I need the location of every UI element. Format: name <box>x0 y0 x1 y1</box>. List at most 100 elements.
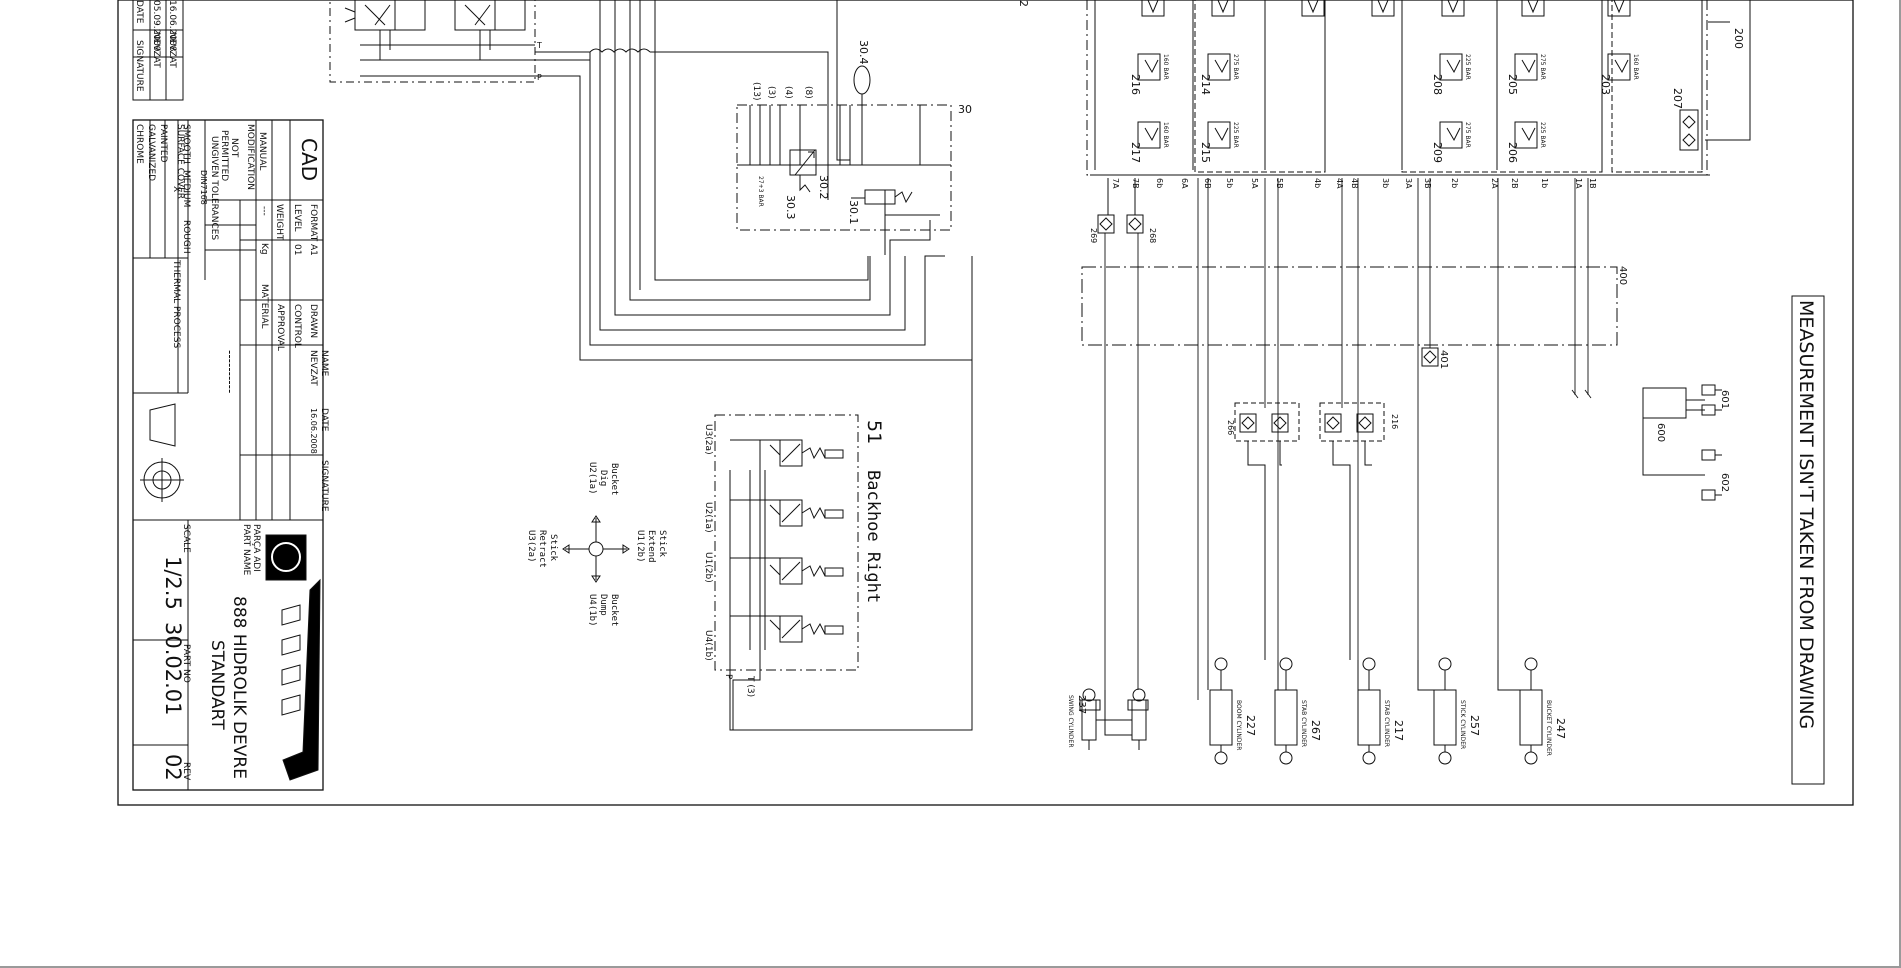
svg-text:GALVANIZED: GALVANIZED <box>146 124 156 181</box>
projection-symbol <box>140 403 184 502</box>
svg-text:209: 209 <box>1431 142 1444 163</box>
svg-text:269: 269 <box>1089 228 1098 243</box>
svg-text:217: 217 <box>1392 720 1405 741</box>
stab-cylinder-2 <box>1357 657 1381 765</box>
svg-text:Kg: Kg <box>259 243 269 255</box>
svg-text:FORMAT: FORMAT <box>308 204 318 242</box>
svg-text:214: 214 <box>1199 74 1212 95</box>
svg-text:PERMITTED: PERMITTED <box>219 130 229 181</box>
svg-text:REV: REV <box>181 762 191 781</box>
svg-text:05.09.2009: 05.09.2009 <box>151 0 161 52</box>
svg-text:Stick: Stick <box>657 530 667 558</box>
svg-text:5B: 5B <box>1275 178 1284 189</box>
check-valves: 269 268 <box>1089 178 1157 243</box>
svg-text:SCALE: SCALE <box>181 524 191 553</box>
cylinders: 237 SWING CYLINDER 227 BOOM CYLINDER 267… <box>1067 657 1567 765</box>
svg-text:Extend: Extend <box>646 530 656 563</box>
svg-text:888 HIDROLIK DEVRE: 888 HIDROLIK DEVRE <box>229 596 249 779</box>
svg-text:600: 600 <box>1655 423 1666 442</box>
svg-text:----------: ---------- <box>223 350 237 393</box>
svg-text:ROUGH: ROUGH <box>181 220 191 254</box>
svg-text:DIN7168: DIN7168 <box>199 170 208 205</box>
svg-text:T: T <box>536 41 542 50</box>
svg-text:6B: 6B <box>1203 178 1212 189</box>
swing-cylinder <box>1079 688 1149 750</box>
stick-cylinder <box>1433 657 1457 765</box>
svg-text:16.06.2008: 16.06.2008 <box>309 408 318 454</box>
svg-text:---: --- <box>259 206 269 216</box>
joystick-diagram: Bucket Dig U2(1a) Stick Retract U3(2a) S… <box>526 462 667 627</box>
svg-text:CHROME: CHROME <box>134 124 144 164</box>
svg-text:217: 217 <box>1129 142 1142 163</box>
svg-text:SURFACE COVER: SURFACE COVER <box>175 124 185 199</box>
svg-text:X: X <box>171 186 181 192</box>
svg-text:MODIFICATION: MODIFICATION <box>245 124 255 190</box>
svg-text:STAB CYLINDER: STAB CYLINDER <box>1383 700 1390 747</box>
svg-text:3B: 3B <box>1423 178 1432 189</box>
measurement-notice: MEASUREMENT ISN'T TAKEN FROM DRAWING <box>1791 295 1825 785</box>
svg-text:UNGIVEN TOLERANCES: UNGIVEN TOLERANCES <box>209 136 219 240</box>
svg-text:1A: 1A <box>1574 178 1583 189</box>
svg-text:LEVEL: LEVEL <box>292 204 302 232</box>
pressure-lines <box>535 0 973 731</box>
svg-text:BUCKET CYLINDER: BUCKET CYLINDER <box>1545 700 1552 756</box>
svg-text:216: 216 <box>1390 414 1399 429</box>
svg-text:5b: 5b <box>1225 178 1234 188</box>
svg-text:160 BAR: 160 BAR <box>1632 54 1639 80</box>
svg-text:PAINTED: PAINTED <box>158 124 168 163</box>
svg-text:BOOM CYLINDER: BOOM CYLINDER <box>1235 700 1242 750</box>
svg-text:602: 602 <box>1719 473 1730 492</box>
svg-text:PARÇA ADI: PARÇA ADI <box>251 524 261 572</box>
svg-text:216: 216 <box>1129 74 1142 95</box>
svg-text:6A: 6A <box>1180 178 1189 189</box>
svg-text:275 BAR: 275 BAR <box>1539 54 1546 80</box>
valve-block-30: 30 30.4 <box>736 40 972 255</box>
svg-text:215: 215 <box>1199 142 1212 163</box>
svg-text:U2(1a): U2(1a) <box>703 502 713 533</box>
svg-text:30.1: 30.1 <box>847 200 860 225</box>
svg-text:2: 2 <box>1017 0 1030 7</box>
svg-text:NAME: NAME <box>319 350 329 377</box>
svg-text:U4(1b): U4(1b) <box>587 594 597 627</box>
svg-text:CAD: CAD <box>297 138 321 181</box>
svg-text:SMOOTH: SMOOTH <box>181 124 191 164</box>
svg-text:1B: 1B <box>1588 178 1597 189</box>
svg-text:DATE: DATE <box>319 408 329 432</box>
svg-text:30.2: 30.2 <box>817 175 830 200</box>
svg-text:3A: 3A <box>1404 178 1413 189</box>
svg-text:CONTROL: CONTROL <box>292 304 302 348</box>
svg-text:MEASUREMENT ISN'T TAKEN FROM D: MEASUREMENT ISN'T TAKEN FROM DRAWING <box>1795 300 1817 729</box>
svg-text:U1(2b): U1(2b) <box>703 552 713 583</box>
svg-text:(8): (8) <box>803 86 813 99</box>
svg-text:30.3: 30.3 <box>784 195 797 220</box>
svg-text:30.02.01: 30.02.01 <box>161 622 185 716</box>
svg-text:MATERIAL: MATERIAL <box>259 284 269 329</box>
svg-text:225 BAR: 225 BAR <box>1232 122 1239 148</box>
svg-text:207: 207 <box>1671 88 1684 109</box>
svg-text:266: 266 <box>1226 420 1235 435</box>
svg-text:1b: 1b <box>1540 178 1549 188</box>
svg-text:U3(2a): U3(2a) <box>703 424 713 455</box>
svg-text:160 BAR: 160 BAR <box>1162 122 1169 148</box>
aux-valves: 600 601 602 <box>1642 384 1730 501</box>
svg-text:4B: 4B <box>1350 178 1359 189</box>
svg-text:SWING CYLINDER: SWING CYLINDER <box>1067 695 1074 748</box>
svg-text:U3(2a): U3(2a) <box>526 530 536 563</box>
svg-text:01: 01 <box>292 244 302 255</box>
hose-lines <box>1104 178 1592 700</box>
title-block: CAD MANUAL MODIFICATION NOT PERMITTED UN… <box>132 119 329 791</box>
svg-text:02: 02 <box>161 754 185 781</box>
svg-text:160 BAR: 160 BAR <box>1162 54 1169 80</box>
svg-text:203: 203 <box>1599 74 1612 95</box>
svg-text:STAB CYLINDER: STAB CYLINDER <box>1300 700 1307 747</box>
svg-text:T (3): T (3) <box>745 675 755 697</box>
svg-text:200: 200 <box>1732 28 1745 49</box>
svg-text:THERMAL PROCESS: THERMAL PROCESS <box>171 259 181 348</box>
svg-text:51: 51 <box>863 420 885 444</box>
svg-text:16.06.2008: 16.06.2008 <box>167 0 177 52</box>
svg-text:PART NAME: PART NAME <box>241 524 251 576</box>
lock-valves: 266 216 <box>1226 402 1399 660</box>
svg-text:Retract: Retract <box>537 530 547 568</box>
